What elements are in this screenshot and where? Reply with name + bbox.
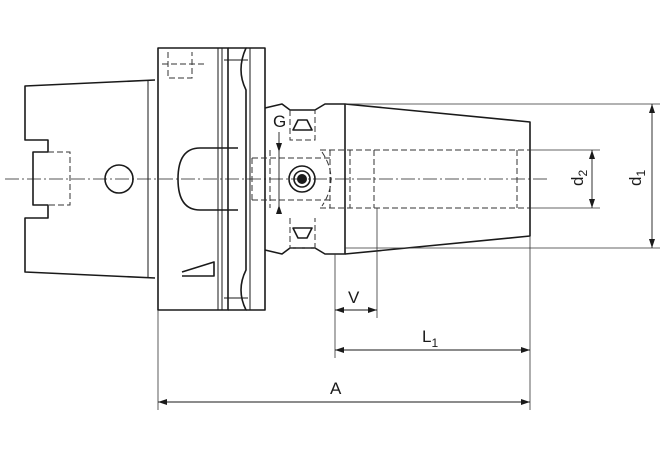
dimension-g: G (273, 112, 286, 214)
label-l1: L1 (422, 327, 438, 350)
hsk-shank (24, 79, 156, 279)
label-v: V (348, 288, 360, 307)
dimension-l1: L1 (334, 236, 531, 358)
clamping-screw-icon (288, 165, 316, 193)
dimension-d1: d1 (345, 103, 660, 249)
flange (157, 47, 266, 311)
label-d2: d2 (568, 170, 590, 186)
dimension-v: V (334, 208, 378, 318)
dimension-a: A (157, 310, 531, 410)
label-d1: d1 (626, 170, 648, 186)
dimension-d2: d2 (530, 149, 600, 209)
label-g: G (273, 112, 286, 131)
label-a: A (330, 379, 342, 398)
clamping-nose (251, 103, 531, 255)
drive-hole (104, 164, 134, 194)
